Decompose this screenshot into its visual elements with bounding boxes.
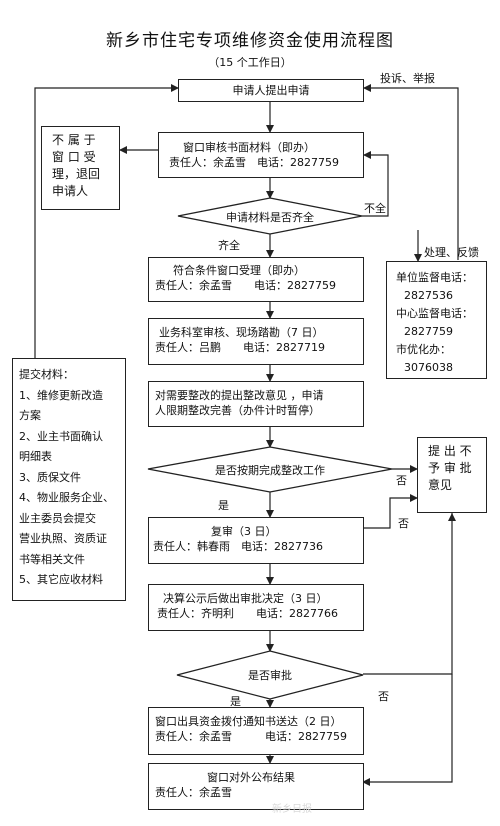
node-apply: 申请人提出申请	[178, 79, 364, 102]
node-reject-line: 不 属 于	[52, 133, 96, 147]
supervise-line: 3076038	[404, 361, 453, 374]
node-notice-title: 窗口出具资金拨付通知书送达（2 日）	[155, 715, 342, 728]
node-deny: 提 出 不 予 审 批 意见	[417, 437, 487, 513]
node-recheck-title: 复审（3 日）	[211, 525, 277, 538]
diamond-complete	[177, 197, 363, 235]
materials-line: 方案	[19, 409, 41, 422]
node-field-check-title: 业务科室审核、现场踏勘（7 日）	[159, 326, 324, 339]
materials-line: 5、其它应收材料	[19, 573, 103, 586]
node-materials: 提交材料： 1、维修更新改造 方案 2、业主书面确认 明细表 3、质保文件 4、…	[12, 358, 126, 601]
node-field-check: 业务科室审核、现场踏勘（7 日） 责任人：吕鹏 电话：2827719	[148, 318, 364, 365]
node-reject-line: 理，退回	[52, 167, 101, 181]
materials-line: 2、业主书面确认	[19, 429, 103, 443]
node-reject-line: 申请人	[52, 184, 89, 198]
diamond-approve	[176, 650, 364, 700]
node-decide: 决算公示后做出审批决定（3 日） 责任人：齐明利 电话：2827766	[148, 584, 364, 631]
node-decide-person: 责任人：齐明利 电话：2827766	[157, 607, 338, 620]
supervise-line: 单位监督电话：	[396, 271, 473, 284]
node-publish-title: 窗口对外公布结果	[207, 771, 295, 784]
page-subtitle: （15 个工作日）	[208, 56, 292, 69]
node-window-review-title: 窗口审核书面材料（即办）	[183, 141, 315, 154]
node-recheck-person: 责任人：韩春雨 电话：2827736	[153, 540, 323, 553]
node-apply-text: 申请人提出申请	[232, 84, 310, 97]
node-reject: 不 属 于 窗 口 受 理，退回 申请人	[41, 126, 120, 210]
node-publish-person: 责任人：余孟雪	[155, 786, 232, 799]
label-no-recheck: 否	[398, 517, 409, 530]
label-yes-approve: 是	[230, 695, 241, 708]
watermark: 新乡日报	[272, 804, 312, 815]
node-window-review: 窗口审核书面材料（即办） 责任人：余孟雪 电话：2827759	[158, 132, 364, 178]
node-reject-line: 窗 口 受	[52, 150, 96, 164]
decision-rectify-done: 是否按期完成整改工作	[215, 464, 325, 477]
supervise-line: 市优化办：	[396, 343, 451, 356]
supervise-line: 中心监督电话：	[396, 307, 473, 320]
node-deny-line: 提 出 不	[428, 444, 472, 458]
materials-line: 1、维修更新改造	[19, 388, 103, 402]
materials-line: 提交材料：	[19, 368, 74, 381]
decision-materials-complete: 申请材料是否齐全	[226, 211, 314, 224]
materials-line: 3、质保文件	[19, 470, 81, 484]
label-no-approve: 否	[378, 690, 389, 703]
node-rectify-line: 人限期整改完善（办件计时暂停）	[155, 404, 320, 417]
node-rectify-line: 对需要整改的提出整改意见 ，申请	[155, 389, 324, 402]
node-accept-title: 符合条件窗口受理（即办）	[173, 264, 305, 277]
label-incomplete: 不全	[364, 202, 386, 215]
node-recheck: 复审（3 日） 责任人：韩春雨 电话：2827736	[148, 517, 364, 564]
supervise-line: 2827536	[404, 289, 453, 302]
node-supervise: 单位监督电话： 2827536 中心监督电话： 2827759 市优化办： 30…	[386, 261, 487, 379]
node-rectify: 对需要整改的提出整改意见 ，申请 人限期整改完善（办件计时暂停）	[148, 381, 364, 427]
node-window-review-person: 责任人：余孟雪 电话：2827759	[169, 156, 339, 169]
label-complete: 齐全	[218, 239, 240, 252]
node-accept-person: 责任人：余孟雪 电话：2827759	[155, 279, 336, 292]
node-accept: 符合条件窗口受理（即办） 责任人：余孟雪 电话：2827759	[148, 257, 364, 302]
node-decide-title: 决算公示后做出审批决定（3 日）	[163, 592, 328, 605]
node-deny-line: 予 审 批	[428, 461, 472, 475]
materials-line: 营业执照、资质证	[19, 532, 107, 545]
label-complaint: 投诉、举报	[380, 72, 435, 85]
materials-line: 书等相关文件	[19, 552, 85, 566]
label-no-rectify: 否	[396, 474, 407, 487]
materials-line: 业主委员会提交	[19, 511, 96, 525]
decision-approve: 是否审批	[248, 669, 292, 682]
node-field-check-person: 责任人：吕鹏 电话：2827719	[155, 341, 325, 354]
materials-line: 4、物业服务企业、	[19, 491, 114, 504]
node-notice: 窗口出具资金拨付通知书送达（2 日） 责任人：余孟雪 电话：2827759	[148, 707, 364, 755]
supervise-line: 2827759	[404, 325, 453, 338]
label-yes-rectify: 是	[218, 499, 229, 512]
diamond-rectify	[147, 446, 393, 493]
node-deny-line: 意见	[428, 478, 453, 492]
label-handle: 处理、反馈	[424, 246, 479, 259]
node-notice-person: 责任人：余孟雪 电话：2827759	[155, 730, 347, 743]
node-publish: 窗口对外公布结果 责任人：余孟雪	[148, 763, 364, 810]
page-title: 新乡市住宅专项维修资金使用流程图	[106, 31, 394, 51]
materials-line: 明细表	[19, 450, 52, 463]
